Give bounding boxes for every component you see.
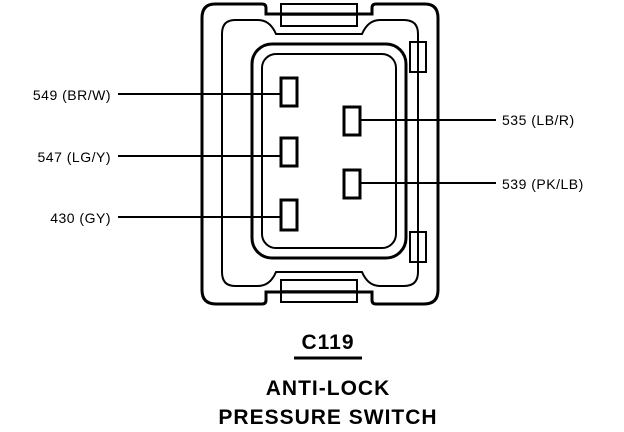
- side-tab-upper: [409, 41, 427, 73]
- terminal-539: [342, 168, 362, 200]
- pin-label-539: 539 (PK/LB): [502, 176, 584, 192]
- terminal-535: [342, 105, 362, 137]
- terminals: [279, 76, 362, 232]
- pin-label-549: 549 (BR/W): [33, 87, 111, 103]
- pin-label-535: 535 (LB/R): [502, 112, 575, 128]
- component-title-line-1: ANTI-LOCK: [266, 377, 390, 400]
- terminal-547: [279, 136, 299, 168]
- cavity-frame-inner: [261, 53, 397, 249]
- pin-labels: 549 (BR/W) 547 (LG/Y) 430 (GY) 535 (LB/R…: [33, 87, 584, 226]
- housing-outer-outline: [200, 2, 440, 306]
- terminal-430: [279, 198, 299, 232]
- housing-inner-wall: [221, 19, 419, 287]
- side-tab-lower: [409, 231, 427, 263]
- pin-label-547: 547 (LG/Y): [38, 149, 111, 165]
- cavity-frame-outer: [250, 42, 408, 260]
- pin-label-430: 430 (GY): [50, 210, 111, 226]
- component-title-line-2: PRESSURE SWITCH: [218, 406, 437, 429]
- leader-lines: [118, 93, 496, 218]
- terminal-549: [279, 76, 299, 108]
- connector-id: C119: [301, 331, 354, 354]
- connector-housing: [200, 2, 440, 306]
